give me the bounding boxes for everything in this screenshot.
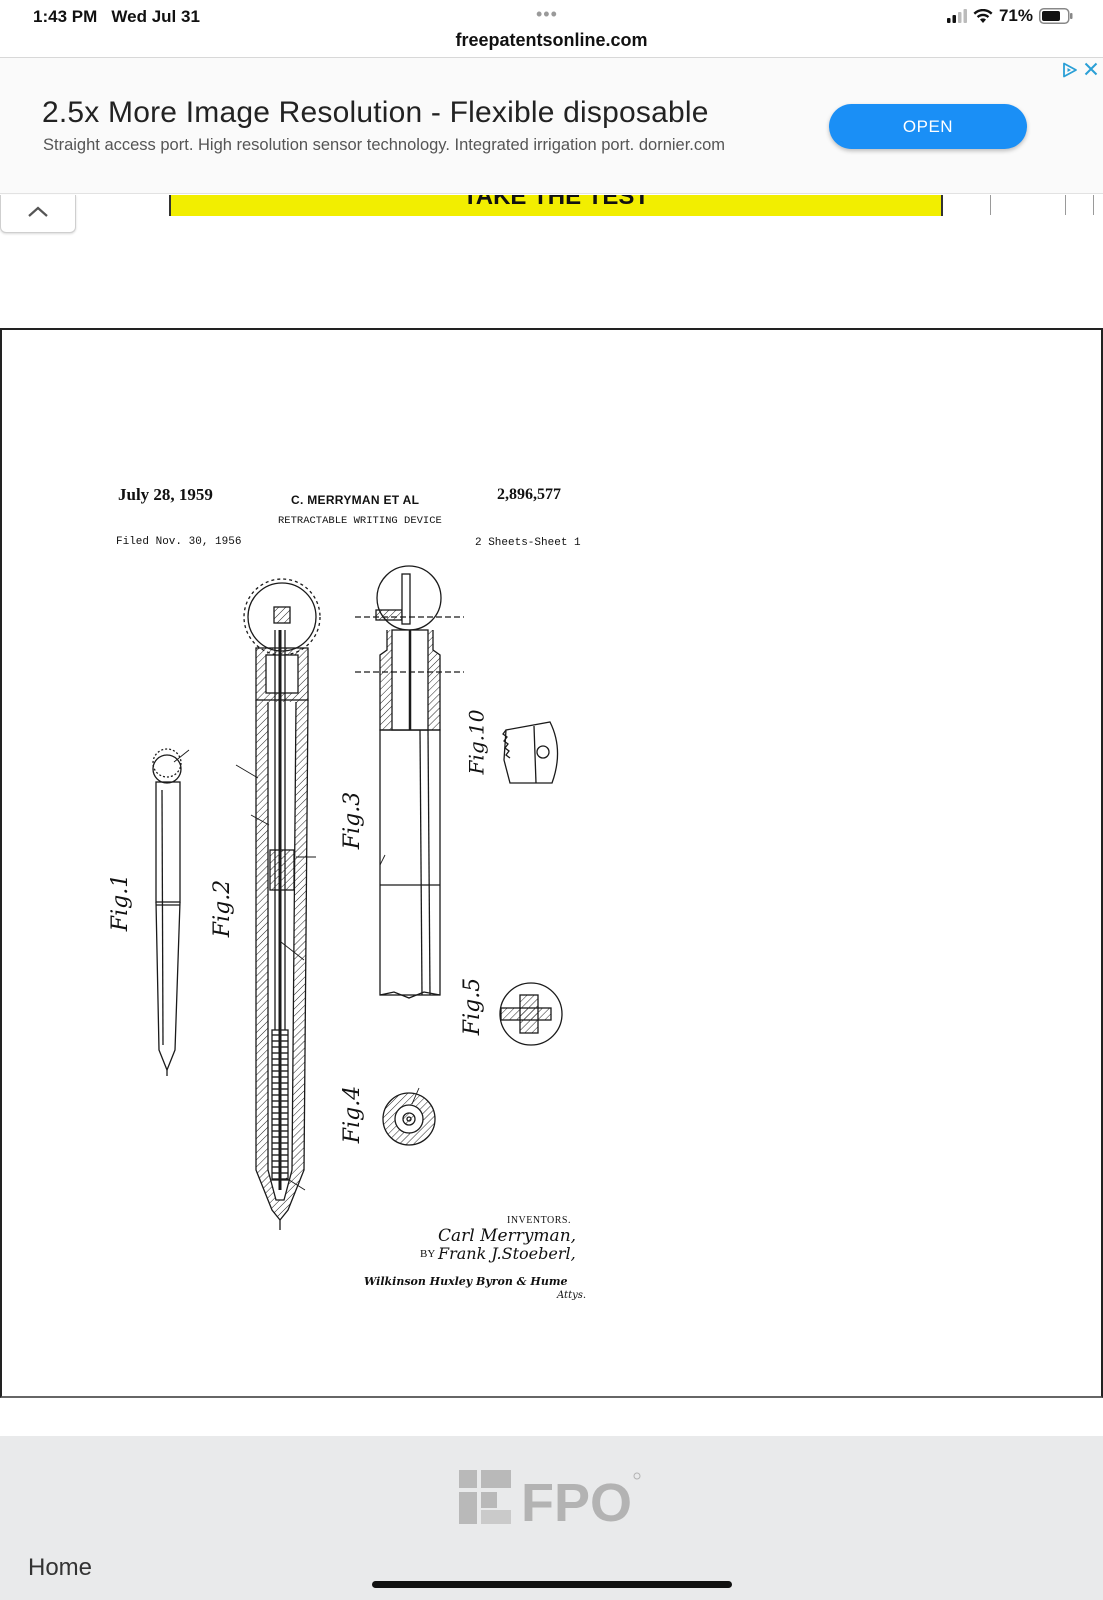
fig4-label: Fig.4 [340, 1085, 366, 1144]
patent-line-drawing [152, 565, 563, 1230]
fig3-drawing [355, 565, 464, 999]
home-indicator[interactable] [372, 1581, 732, 1588]
fig2-cross-section-drawing [243, 578, 321, 1230]
fig5-drawing [499, 982, 563, 1046]
patent-sheets: 2 Sheets-Sheet 1 [475, 537, 581, 549]
ad-headline[interactable]: 2.5x More Image Resolution - Flexible di… [42, 96, 709, 129]
ad-open-button[interactable]: OPEN [829, 104, 1027, 149]
url-text[interactable]: freepatentsonline.com [455, 30, 648, 50]
inventor-1-signature: Carl Merryman, [438, 1226, 577, 1246]
fig5-label: Fig.5 [460, 977, 486, 1036]
status-bar: 1:43 PM Wed Jul 31 ••• 71% [0, 0, 1103, 32]
fig1-pen-drawing [152, 748, 182, 1076]
collapse-ad-tab[interactable] [0, 195, 76, 233]
multitasking-dots-icon[interactable]: ••• [536, 4, 558, 24]
status-indicators: 71% [946, 6, 1073, 26]
patent-drawing-sheet: July 28, 1959 C. MERRYMAN ET AL 2,896,57… [4, 330, 1101, 1396]
status-time: 1:43 PM Wed Jul 31 [33, 7, 200, 27]
divider-tick [1093, 195, 1094, 215]
wifi-icon [973, 8, 993, 23]
site-footer: FPO Home [0, 1436, 1103, 1600]
adchoices-icon[interactable] [1062, 62, 1078, 78]
inventors-label: INVENTORS. [507, 1215, 571, 1226]
patent-image-frame: July 28, 1959 C. MERRYMAN ET AL 2,896,57… [0, 328, 1103, 1398]
fig10-drawing [502, 721, 559, 784]
status-clock: 1:43 PM [33, 7, 98, 26]
divider-tick [990, 195, 991, 215]
ad-banner[interactable]: 2.5x More Image Resolution - Flexible di… [0, 58, 1103, 194]
toolbar-divider [0, 57, 1103, 58]
attorneys-label: Attys. [557, 1290, 587, 1301]
yellow-banner-text[interactable]: TAKE THE TEST [462, 195, 650, 210]
fig1-label: Fig.1 [108, 873, 134, 932]
ad-close-icon[interactable] [1084, 62, 1098, 76]
status-date: Wed Jul 31 [111, 7, 200, 26]
patent-date: July 28, 1959 [118, 485, 213, 504]
patent-number: 2,896,577 [497, 486, 561, 503]
fig10-label: Fig.10 [464, 709, 489, 775]
fpo-logo[interactable]: FPO [459, 1470, 645, 1530]
battery-percent: 71% [998, 6, 1033, 25]
fig2-label: Fig.2 [210, 879, 236, 938]
divider-tick [1065, 195, 1066, 215]
fig4-drawing [382, 1092, 436, 1146]
cellular-signal-icon [946, 9, 967, 23]
chevron-up-icon [28, 206, 48, 217]
patent-filed-date: Filed Nov. 30, 1956 [116, 536, 242, 548]
ad-subtext[interactable]: Straight access port. High resolution se… [43, 136, 726, 154]
address-bar[interactable]: freepatentsonline.com [0, 28, 1103, 58]
fig3-label: Fig.3 [340, 791, 366, 850]
fpo-logo-text: FPO [521, 1473, 632, 1530]
attorney-signature: Wilkinson Huxley Byron & Hume [364, 1275, 568, 1288]
patent-inventor-header: C. MERRYMAN ET AL [291, 493, 420, 507]
battery-icon [1039, 8, 1073, 24]
yellow-banner[interactable]: TAKE THE TEST [169, 195, 943, 216]
by-label: BY [420, 1248, 436, 1260]
patent-title: RETRACTABLE WRITING DEVICE [278, 515, 442, 527]
footer-nav-home[interactable]: Home [28, 1554, 93, 1581]
inventor-2-signature: Frank J.Stoeberl, [438, 1244, 576, 1263]
